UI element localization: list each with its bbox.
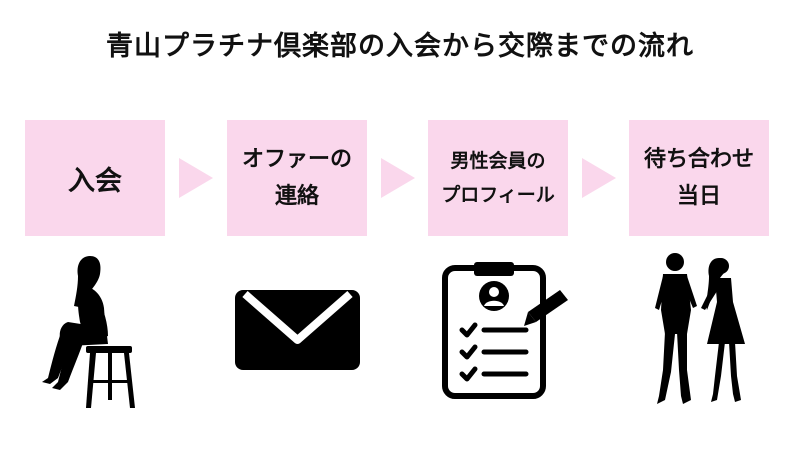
step-male-profile-line2: プロフィール (441, 184, 555, 206)
flow-arrow-2 (381, 158, 415, 198)
step-male-profile-line1: 男性会員の (450, 150, 546, 172)
step-offer-contact: オファーの 連絡 (227, 120, 367, 236)
envelope-icon (235, 290, 360, 370)
flow-arrow-1 (179, 158, 213, 198)
step-male-profile: 男性会員の プロフィール (428, 120, 568, 236)
profile-checklist-icon (442, 262, 568, 399)
step-meeting-day-line2: 当日 (676, 183, 721, 209)
step-join: 入会 (25, 120, 165, 236)
step-join-label: 入会 (68, 165, 122, 197)
seated-woman-icon (42, 256, 135, 408)
step-offer-contact-line1: オファーの (241, 146, 352, 172)
step-meeting-day-line1: 待ち合わせ (643, 146, 754, 172)
step-meeting-day: 待ち合わせ 当日 (629, 120, 769, 236)
walking-couple-icon (655, 253, 745, 404)
page-title: 青山プラチナ倶楽部の入会から交際までの流れ (106, 31, 694, 62)
flow-arrow-3 (582, 158, 616, 198)
step-offer-contact-line2: 連絡 (274, 183, 319, 209)
